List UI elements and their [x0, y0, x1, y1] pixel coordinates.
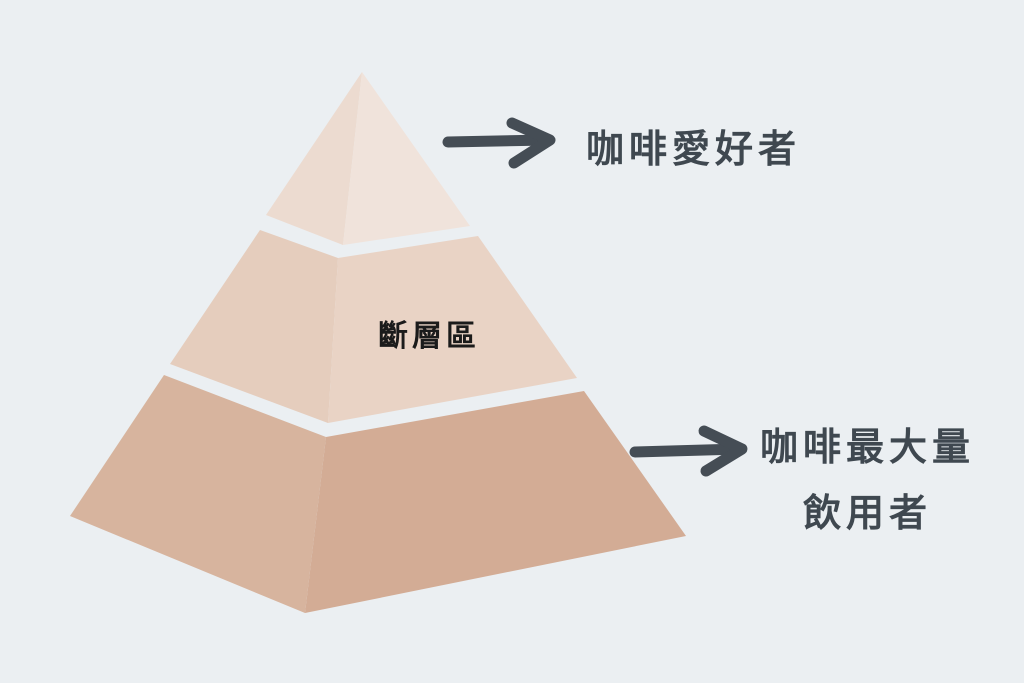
annotation-coffee-enthusiasts: 咖啡愛好者 [586, 127, 802, 171]
arrow-top [442, 117, 556, 169]
pyramid-tier-bottom [70, 375, 686, 613]
tier-top-right-face [343, 72, 470, 245]
arrow-bottom [629, 425, 748, 477]
tier-middle-right-face [328, 236, 577, 423]
pyramid-tier-top [266, 72, 470, 245]
tier-middle-left-face [170, 230, 338, 423]
annotation-heaviest-drinkers: 咖啡最大量 飲用者 [760, 414, 975, 546]
tier-top-left-face [266, 72, 362, 245]
tier-middle-label: 斷層區 [378, 319, 480, 354]
tier-bottom-right-face [305, 391, 686, 613]
tier-bottom-left-face [70, 375, 326, 613]
annotation-bottom-line2: 飲用者 [803, 491, 933, 535]
annotation-bottom-line1: 咖啡最大量 [760, 425, 976, 469]
pyramid-tier-middle [170, 230, 577, 423]
